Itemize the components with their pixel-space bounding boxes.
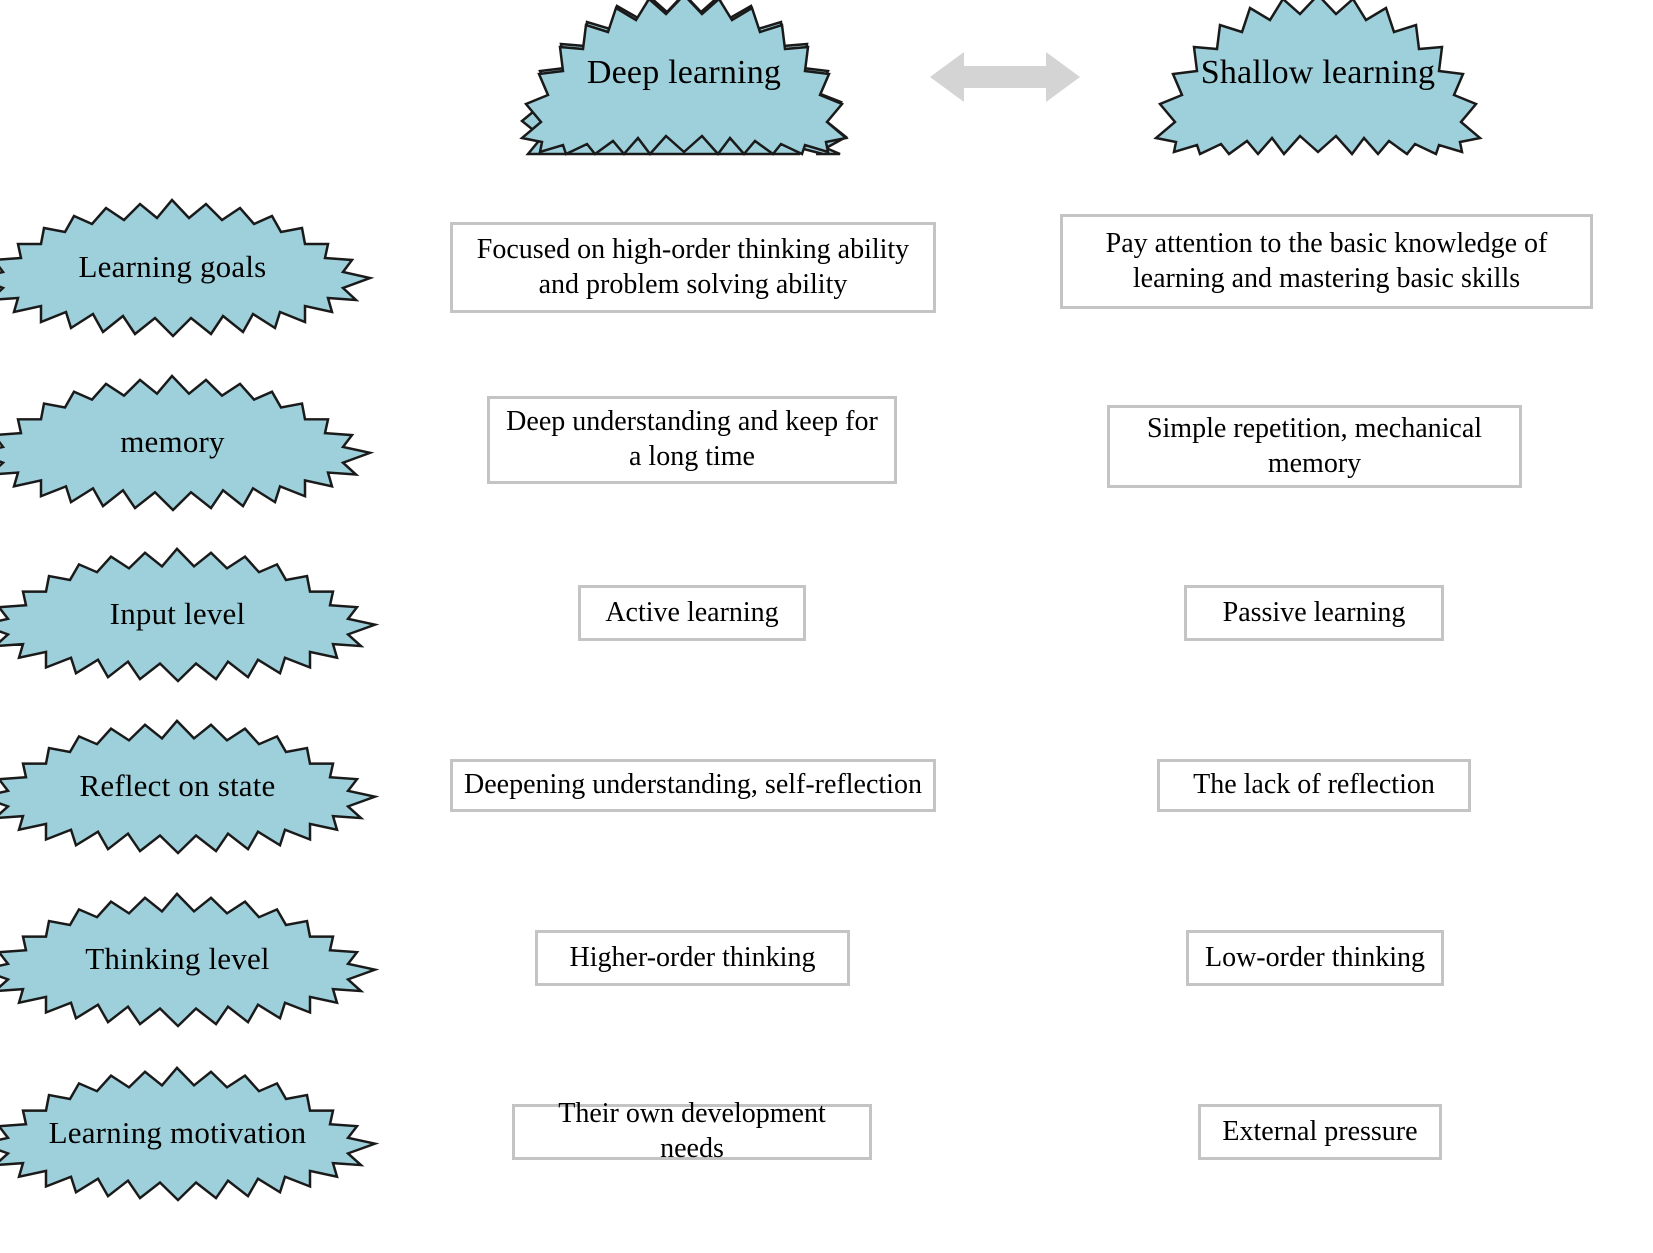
textbox-shallow-learning-goals: Pay attention to the basic knowledge of …	[1060, 214, 1593, 309]
starburst-shape	[0, 892, 380, 1028]
burst-label-learning-motivation: Learning motivation	[48, 1114, 307, 1150]
double-headed-arrow-icon	[930, 52, 1080, 102]
burst-dimension-thinking-level: Thinking level	[0, 890, 380, 1028]
textbox-deep-thinking-level: Higher-order thinking	[535, 930, 850, 986]
textbox-shallow-input-level: Passive learning	[1184, 585, 1444, 641]
burst-label-input-level: Input level	[109, 595, 246, 631]
burst-dimension-learning-goals: Learning goals	[0, 196, 375, 338]
burst-label-shallow-learning: Shallow learning	[1200, 54, 1436, 92]
double-headed-arrow	[930, 50, 1080, 104]
textbox-shallow-learning-motivation: External pressure	[1198, 1104, 1442, 1160]
textbox-deep-learning-goals: Focused on high-order thinking ability a…	[450, 222, 936, 313]
starburst-shape	[0, 1066, 380, 1202]
burst-dimension-learning-motivation: Learning motivation	[0, 1064, 380, 1202]
textbox-deep-input-level: Active learning	[578, 585, 806, 641]
starburst-shape	[1153, 0, 1483, 156]
starburst-shape	[0, 374, 375, 512]
burst-shallow-learning: Shallow learning	[1130, 0, 1506, 156]
burst-label-learning-goals: Learning goals	[78, 248, 267, 284]
textbox-deep-memory: Deep understanding and keep for a long t…	[487, 396, 897, 484]
starburst-shape	[0, 198, 375, 338]
starburst-shape	[0, 719, 380, 855]
burst-label-deep-learning: Deep learning	[586, 54, 782, 92]
textbox-deep-reflect-on-state: Deepening understanding, self-reflection	[450, 759, 936, 812]
burst-label-thinking-level: Thinking level	[85, 940, 270, 976]
burst-label-reflect-on-state: Reflect on state	[79, 767, 276, 803]
textbox-shallow-reflect-on-state: The lack of reflection	[1157, 759, 1471, 812]
burst-dimension-reflect-on-state: Reflect on state	[0, 717, 380, 855]
starburst-shape	[0, 547, 380, 683]
burst-deep-learning: Deep learning	[496, 0, 872, 156]
burst-label-memory: memory	[120, 423, 225, 459]
textbox-shallow-memory: Simple repetition, mechanical memory	[1107, 405, 1522, 488]
textbox-shallow-thinking-level: Low-order thinking	[1186, 930, 1444, 986]
starburst-shape	[519, 0, 849, 156]
burst-dimension-input-level: Input level	[0, 545, 380, 683]
textbox-deep-learning-motivation: Their own development needs	[512, 1098, 872, 1164]
burst-dimension-memory: memory	[0, 372, 375, 512]
